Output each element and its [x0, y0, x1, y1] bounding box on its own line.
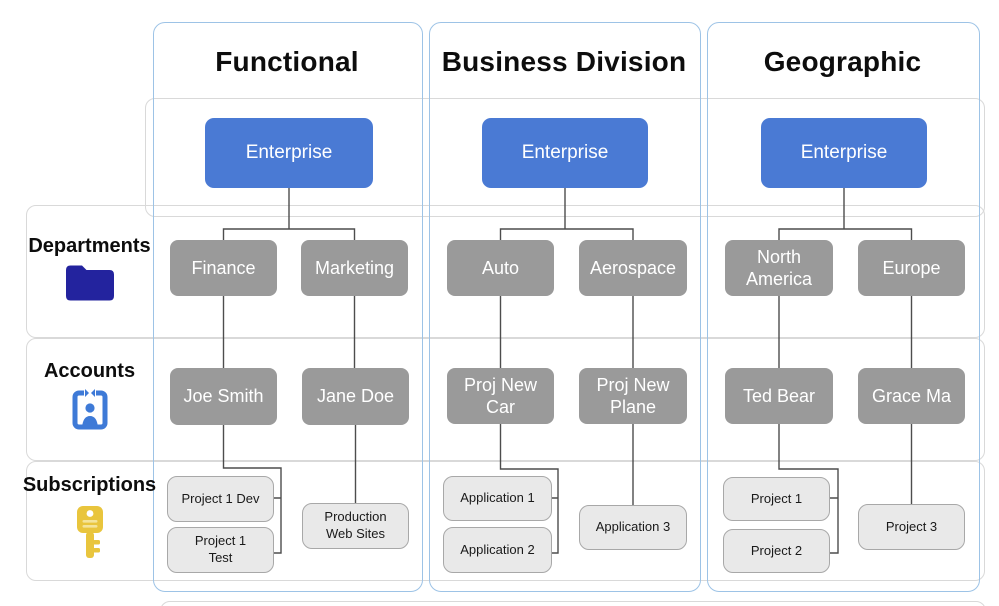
leaf-production-web-sites: Production Web Sites: [302, 503, 409, 549]
node-auto: Auto: [447, 240, 554, 296]
accounts-label: Accounts: [43, 360, 136, 382]
node-proj-new-car: Proj New Car: [447, 368, 554, 424]
departments-label: Departments: [28, 234, 151, 257]
column-title-functional: Functional: [215, 46, 359, 77]
cropped-band-edge: [160, 601, 986, 606]
node-proj-new-plane: Proj New Plane: [579, 368, 687, 424]
node-enterprise-business: Enterprise: [482, 118, 648, 188]
key-icon: [73, 502, 107, 565]
node-enterprise-functional: Enterprise: [205, 118, 373, 188]
leaf-project-1-test: Project 1 Test: [167, 527, 274, 573]
column-business-division: [429, 22, 701, 592]
folder-icon: [64, 263, 116, 306]
leaf-application-2: Application 2: [443, 527, 552, 573]
node-marketing: Marketing: [301, 240, 408, 296]
node-aerospace: Aerospace: [579, 240, 687, 296]
row-label-subscriptions: Subscriptions: [22, 461, 157, 577]
row-label-departments: Departments: [26, 206, 153, 334]
leaf-project-1-dev: Project 1 Dev: [167, 476, 274, 522]
leaf-application-1: Application 1: [443, 476, 552, 521]
node-grace-ma: Grace Ma: [858, 368, 965, 424]
node-enterprise-geographic: Enterprise: [761, 118, 927, 188]
leaf-application-3: Application 3: [579, 505, 687, 550]
node-ted-bear: Ted Bear: [725, 368, 833, 424]
node-jane-doe: Jane Doe: [302, 368, 409, 425]
node-north-america: North America: [725, 240, 833, 296]
node-europe: Europe: [858, 240, 965, 296]
node-joe-smith: Joe Smith: [170, 368, 277, 425]
account-icon: [72, 388, 108, 435]
node-finance: Finance: [170, 240, 277, 296]
subscriptions-label: Subscriptions: [22, 473, 157, 496]
column-geographic: [707, 22, 980, 592]
column-title-geographic: Geographic: [763, 46, 922, 77]
row-label-accounts: Accounts: [26, 338, 153, 457]
leaf-project-1: Project 1: [723, 477, 830, 521]
leaf-project-2: Project 2: [723, 529, 830, 573]
column-title-business-division: Business Division: [441, 46, 687, 77]
column-functional: [153, 22, 423, 592]
leaf-project-3: Project 3: [858, 504, 965, 550]
